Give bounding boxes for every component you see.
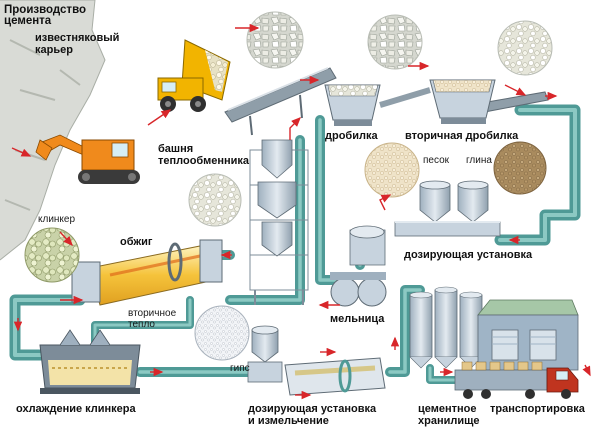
label-gypsum: гипс: [230, 363, 250, 374]
crusher-machine: [324, 84, 381, 126]
label-clinker-cooling: охлаждение клинкера: [16, 403, 137, 415]
label-sand: песок: [423, 155, 450, 166]
dosing-unit-top: [394, 180, 501, 237]
label-clinker: клинкер: [38, 214, 75, 225]
gypsum-sample-circle: [194, 305, 250, 361]
tower-material-circle: [188, 173, 242, 227]
excavator: [35, 134, 140, 184]
label-crusher: дробилка: [325, 130, 378, 142]
label-firing: обжиг: [120, 236, 153, 248]
label-dosing-top: дозирующая установка: [404, 249, 533, 261]
dump-truck: [157, 39, 231, 112]
limestone-sample-circle-1: [246, 11, 304, 69]
warehouse: [477, 299, 579, 371]
label-transport: транспортировка: [490, 403, 586, 415]
label-secondary-crusher: вторичная дробилка: [405, 130, 519, 142]
dosing-grinding-unit: [247, 325, 386, 396]
transport-truck: [454, 361, 579, 399]
label-clay: глина: [466, 155, 492, 166]
sand-sample-circle: [364, 142, 420, 198]
flow-arrows: [11, 23, 591, 400]
mill-machine: [330, 225, 387, 307]
secondary-crusher-machine: [379, 79, 496, 124]
clinker-cooler: [39, 329, 141, 394]
rotary-kiln: [71, 239, 223, 306]
clay-sample-circle: [493, 141, 547, 195]
limestone-sample-circle-3: [497, 20, 553, 76]
label-mill: мельница: [330, 313, 385, 325]
clinker-sample-circle: [24, 227, 80, 283]
limestone-sample-circle-2: [367, 14, 423, 70]
heat-exchanger-tower: [249, 139, 309, 305]
quarry-cliff: [0, 0, 106, 261]
cement-silos: [409, 286, 483, 369]
